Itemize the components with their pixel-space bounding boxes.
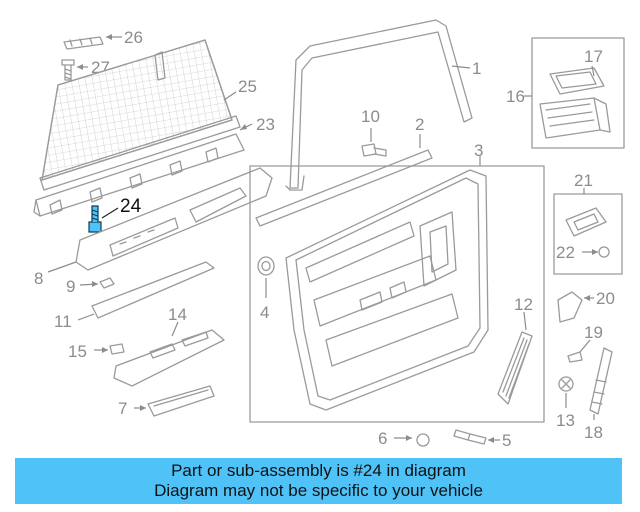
callout-24: 24 [120,196,142,217]
part-7-lower-trim [134,385,215,417]
callout-4: 4 [260,303,269,322]
footer-line-2: Diagram may not be specific to your vehi… [154,481,483,500]
part-21-assembly-frame [553,193,623,275]
callout-3: 3 [474,141,483,160]
callout-16: 16 [506,87,525,106]
footer-banner: Part or sub-assembly is #24 in diagram D… [15,458,622,504]
callout-11: 11 [54,312,72,331]
part-9-clip [79,277,115,289]
part-13-plug [558,376,574,408]
part-24-screw-highlighted [88,205,119,233]
part-21-handle-housing [565,207,607,237]
part-2-weatherstrip [255,134,433,227]
part-15-clip [94,343,125,355]
callout-26: 26 [124,28,143,47]
part-10-screw [361,128,387,157]
callout-18: 18 [584,423,603,442]
callout-13: 13 [556,411,575,430]
callout-8: 8 [34,269,43,288]
callout-6: 6 [378,429,387,448]
door-trim-exploded-diagram: 26 27 25 23 24 [33,19,625,450]
part-11-trim-strip [77,261,215,321]
part-4-push-clip [257,256,275,298]
callout-5: 5 [502,431,511,450]
part-12-speaker-grille [497,311,533,405]
part-19-clip [567,339,591,363]
part-20-switch [557,291,594,323]
part-17-pocket-insert [549,65,605,95]
part-5-screw [453,429,500,445]
part-22-clip [582,246,610,258]
part-3-door-panel [285,169,489,411]
callout-7: 7 [118,399,127,418]
callout-1: 1 [472,59,481,78]
part-14-switch-panel [113,321,225,387]
callout-19: 19 [584,323,603,342]
part-26-clip-bracket [63,34,122,50]
callout-10: 10 [361,107,380,126]
part-8-armrest-panel [47,167,273,273]
callout-25: 25 [238,77,257,96]
callout-22: 22 [556,243,575,262]
part-3-panel-frame [249,165,545,423]
part-23-sunshade-rail [33,123,253,217]
footer-line-1: Part or sub-assembly is #24 in diagram [171,461,466,480]
part-25-sunshade [39,39,241,191]
callout-20: 20 [596,289,615,308]
callout-14: 14 [168,305,187,324]
part-16-assembly-frame [531,37,625,149]
callout-17: 17 [584,47,603,66]
callout-2: 2 [415,115,424,134]
part-27-screw [61,59,88,81]
callout-23: 23 [256,115,275,134]
callout-9: 9 [66,277,75,296]
part-18-trim-strip [589,347,613,420]
part-16-pocket-housing [539,97,611,139]
callout-12: 12 [514,295,533,314]
part-1-window-frame [285,19,473,191]
callout-15: 15 [68,342,87,361]
callout-21: 21 [574,171,593,190]
part-6-clip [394,433,430,447]
